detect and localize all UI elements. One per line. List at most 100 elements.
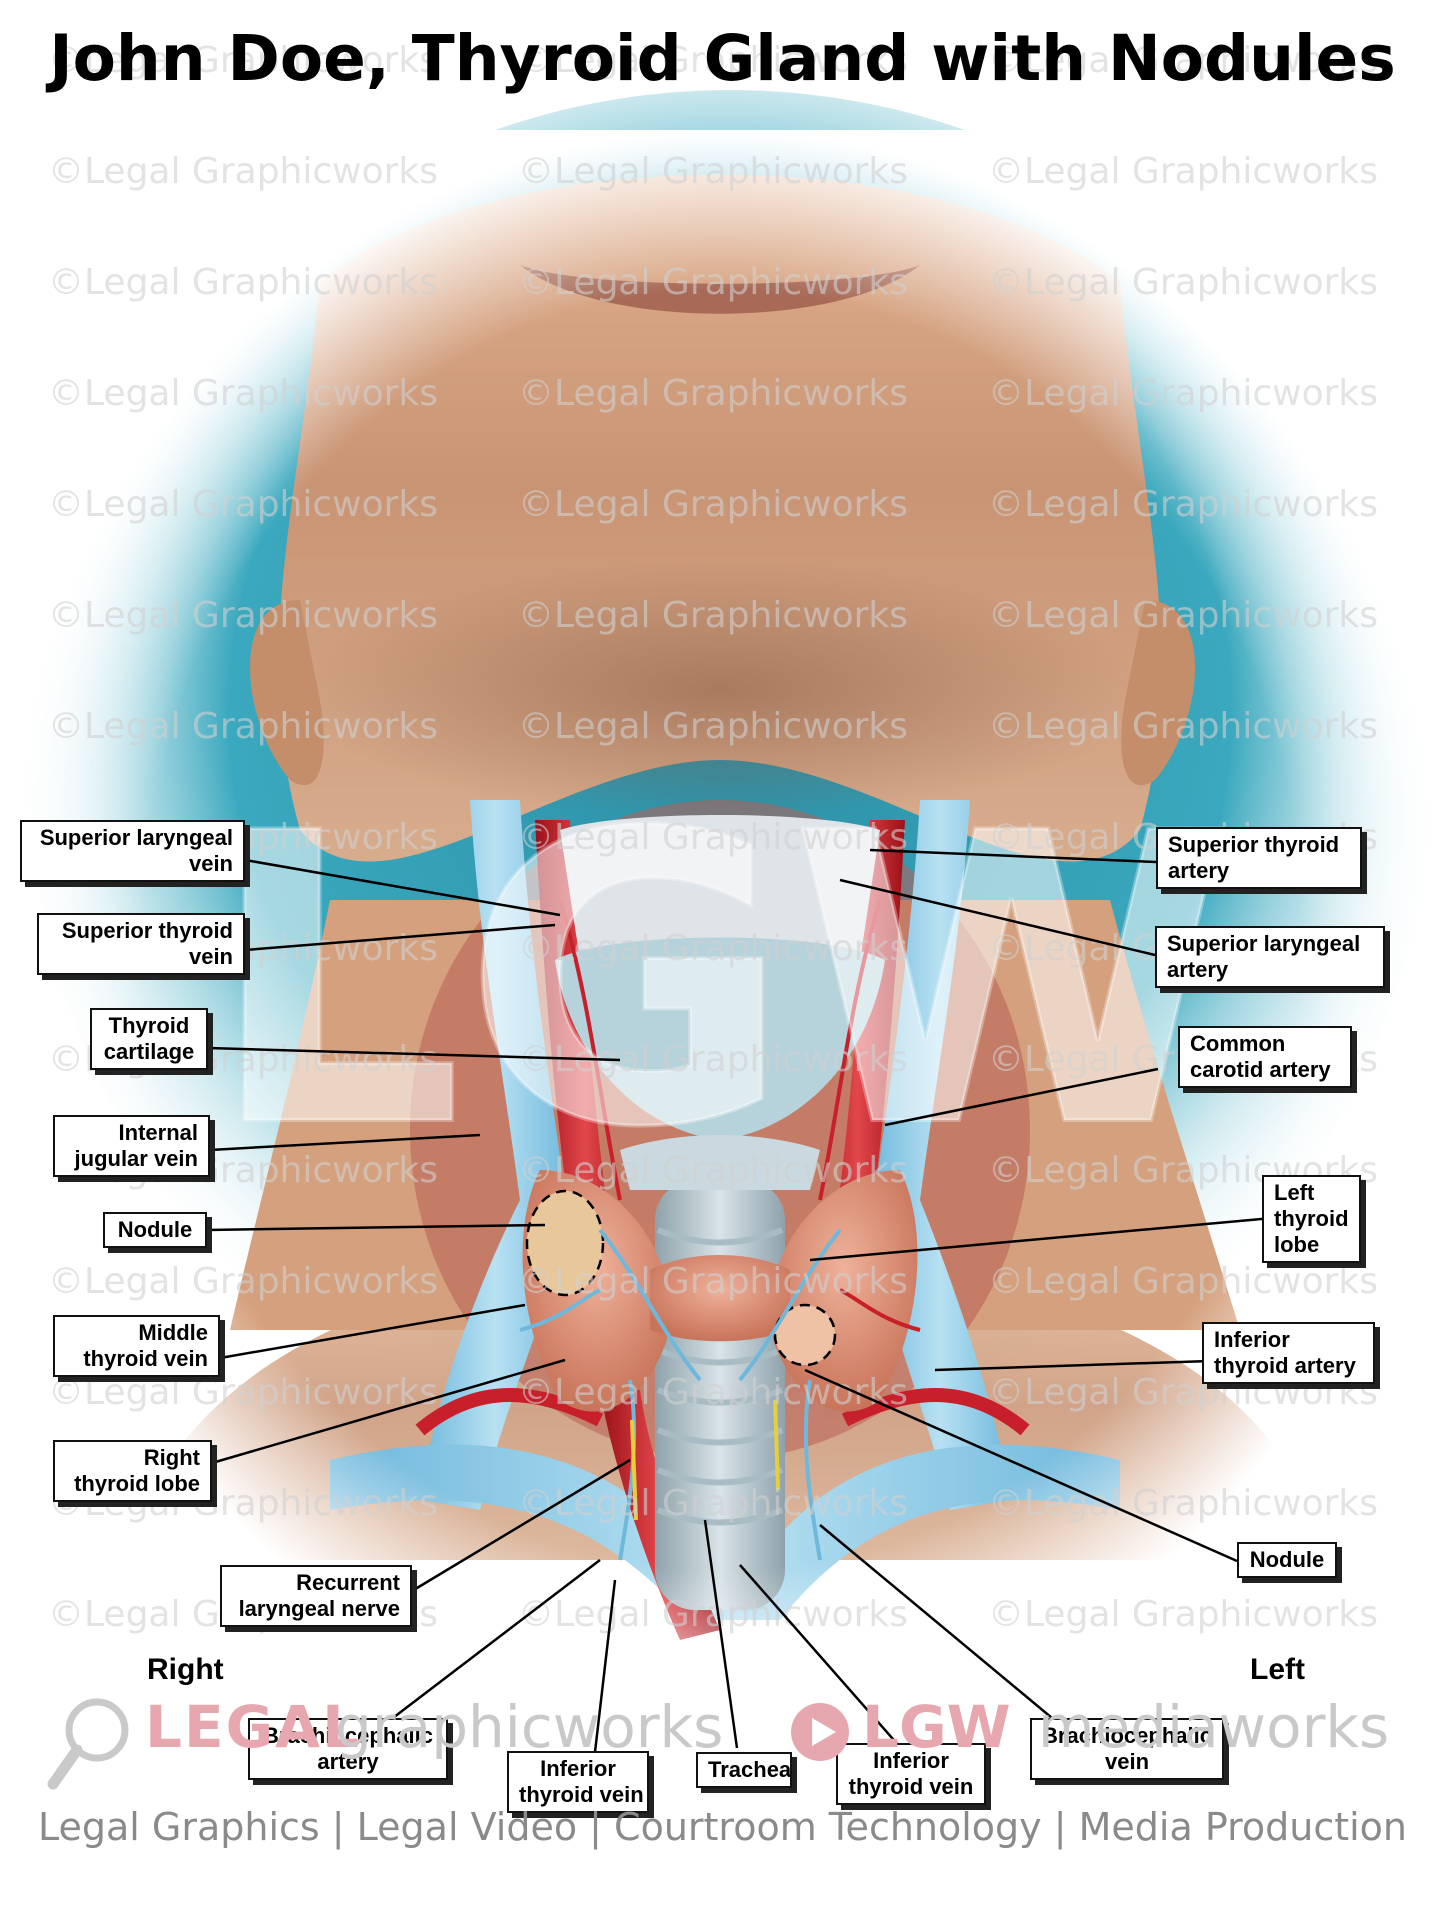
label-line: thyroid vein (83, 1346, 208, 1371)
label-line: Inferior (873, 1748, 949, 1773)
label-brachiocephalic-artery: Brachiocephalic artery (248, 1718, 448, 1780)
copyright-watermark: ©Legal Graphicworks (518, 928, 908, 969)
copyright-watermark: ©Legal Graphicworks (48, 1261, 438, 1302)
label-line: artery (1168, 858, 1230, 883)
leader-lines (206, 848, 1273, 1753)
label-common-carotid-artery: Common carotid artery (1178, 1026, 1352, 1088)
copyright-watermark: ©Legal Graphicworks (48, 151, 438, 192)
label-superior-laryngeal-vein: Superior laryngeal vein (20, 820, 245, 882)
label-line: Superior thyroid (61, 918, 233, 943)
label-superior-laryngeal-artery: Superior laryngeal artery (1155, 926, 1385, 988)
label-thyroid-cartilage: Thyroid cartilage (90, 1008, 208, 1070)
label-left-thyroid-lobe: Left thyroid lobe (1262, 1175, 1361, 1263)
copyright-watermark: ©Legal Graphicworks (518, 40, 908, 81)
play-logo-icon (791, 1703, 849, 1761)
copyright-watermark: ©Legal Graphicworks (988, 595, 1378, 636)
copyright-watermark: ©Legal Graphicworks (988, 484, 1378, 525)
label-line: thyroid vein (848, 1774, 974, 1799)
label-line: thyroid artery (1214, 1353, 1356, 1378)
lgw-overlay-watermark: LGW (208, 750, 1232, 1215)
copyright-watermark: ©Legal Graphicworks (48, 262, 438, 303)
label-line: Right (143, 1445, 200, 1470)
label-superior-thyroid-artery: Superior thyroid artery (1156, 827, 1362, 889)
label-brachiocephalic-vein: Brachiocephalic vein (1030, 1718, 1224, 1780)
label-inferior-thyroid-artery: Inferior thyroid artery (1202, 1322, 1375, 1384)
copyright-watermark: ©Legal Graphicworks (518, 262, 908, 303)
copyright-watermark: ©Legal Graphicworks (518, 1372, 908, 1413)
copyright-watermark: ©Legal Graphicworks (518, 595, 908, 636)
copyright-watermark: ©Legal Graphicworks (988, 151, 1378, 192)
label-line: vein (188, 851, 233, 876)
label-superior-thyroid-vein: Superior thyroid vein (37, 913, 245, 975)
copyright-watermark: ©Legal Graphicworks (988, 373, 1378, 414)
label-inferior-thyroid-vein-left: Inferior thyroid vein (836, 1743, 986, 1805)
label-recurrent-laryngeal-nerve: Recurrent laryngeal nerve (220, 1565, 412, 1627)
copyright-watermark: ©Legal Graphicworks (48, 1372, 438, 1413)
copyright-watermark: ©Legal Graphicworks (988, 1261, 1378, 1302)
label-line: Nodule (1249, 1547, 1325, 1572)
label-inferior-thyroid-vein-right: Inferior thyroid vein (507, 1751, 649, 1813)
copyright-watermark: ©Legal Graphicworks (518, 1261, 908, 1302)
copyright-watermark: ©Legal Graphicworks (518, 1594, 908, 1635)
label-line: Thyroid (108, 1013, 190, 1038)
copyright-watermark: ©Legal Graphicworks (48, 706, 438, 747)
label-line: Middle (138, 1320, 208, 1345)
label-line: cartilage (103, 1039, 195, 1064)
label-line: Left (1274, 1180, 1315, 1205)
label-line: laryngeal nerve (238, 1596, 400, 1621)
label-nodule-left: Nodule (1237, 1542, 1337, 1578)
copyright-watermark: ©Legal Graphicworks (518, 484, 908, 525)
brand-mediaworks: mediaworks (1038, 1693, 1390, 1761)
copyright-watermark: ©Legal Graphicworks (48, 595, 438, 636)
label-line: vein (188, 944, 233, 969)
copyright-watermark: ©Legal Graphicworks (988, 1483, 1378, 1524)
label-line: Common (1190, 1031, 1286, 1056)
copyright-watermark: ©Legal Graphicworks (518, 151, 908, 192)
right-side-indicator: Right (147, 1653, 224, 1686)
label-line: thyroid vein (519, 1782, 644, 1807)
label-line: Trachea (708, 1757, 792, 1782)
label-line: jugular vein (74, 1146, 198, 1171)
label-line: Nodule (117, 1217, 193, 1242)
brand-lgw: LGW (862, 1693, 1011, 1761)
copyright-watermark: ©Legal Graphicworks (518, 706, 908, 747)
copyright-watermark: ©Legal Graphicworks (988, 40, 1378, 81)
copyright-watermark: ©Legal Graphicworks (988, 262, 1378, 303)
copyright-watermark: ©Legal Graphicworks (48, 484, 438, 525)
label-line: artery (1167, 957, 1229, 982)
brand-legal: LEGAL (145, 1693, 362, 1761)
label-line: Recurrent (296, 1570, 400, 1595)
label-middle-thyroid-vein: Middle thyroid vein (53, 1315, 220, 1377)
label-line: Brachiocephalic (1042, 1723, 1212, 1748)
brand-graphicworks: graphicworks (335, 1693, 724, 1761)
copyright-watermark: ©Legal Graphicworks (518, 1483, 908, 1524)
label-internal-jugular-vein: Internal jugular vein (53, 1115, 210, 1177)
label-line: thyroid (1274, 1206, 1349, 1231)
copyright-watermark: ©Legal Graphicworks (988, 1594, 1378, 1635)
label-line: Superior thyroid (1168, 832, 1340, 857)
label-line: lobe (1274, 1232, 1320, 1257)
label-nodule-right: Nodule (103, 1212, 207, 1248)
label-line: Superior laryngeal (1167, 931, 1361, 956)
label-line: Inferior (1214, 1327, 1290, 1352)
label-line: thyroid lobe (74, 1471, 200, 1496)
left-side-indicator: Left (1250, 1653, 1305, 1686)
label-line: carotid artery (1190, 1057, 1331, 1082)
page-title: John Doe, Thyroid Gland with Nodules (49, 22, 1396, 95)
copyright-watermark: ©Legal Graphicworks (518, 1150, 908, 1191)
copyright-watermark: ©Legal Graphicworks (48, 40, 438, 81)
footer-tagline: Legal Graphics | Legal Video | Courtroom… (37, 1805, 1408, 1849)
magnifier-logo-icon (47, 1698, 129, 1790)
label-line: artery (317, 1749, 379, 1774)
label-trachea: Trachea (696, 1752, 792, 1788)
copyright-watermark: ©Legal Graphicworks (518, 817, 908, 858)
label-line: Internal (118, 1120, 198, 1145)
label-line: Inferior (540, 1756, 616, 1781)
copyright-watermark: ©Legal Graphicworks (518, 373, 908, 414)
copyright-watermark: ©Legal Graphicworks (48, 373, 438, 414)
label-line: Superior laryngeal (39, 825, 233, 850)
label-line: vein (1104, 1749, 1150, 1774)
label-right-thyroid-lobe: Right thyroid lobe (53, 1440, 212, 1502)
label-line: Brachiocephalic (263, 1723, 433, 1748)
